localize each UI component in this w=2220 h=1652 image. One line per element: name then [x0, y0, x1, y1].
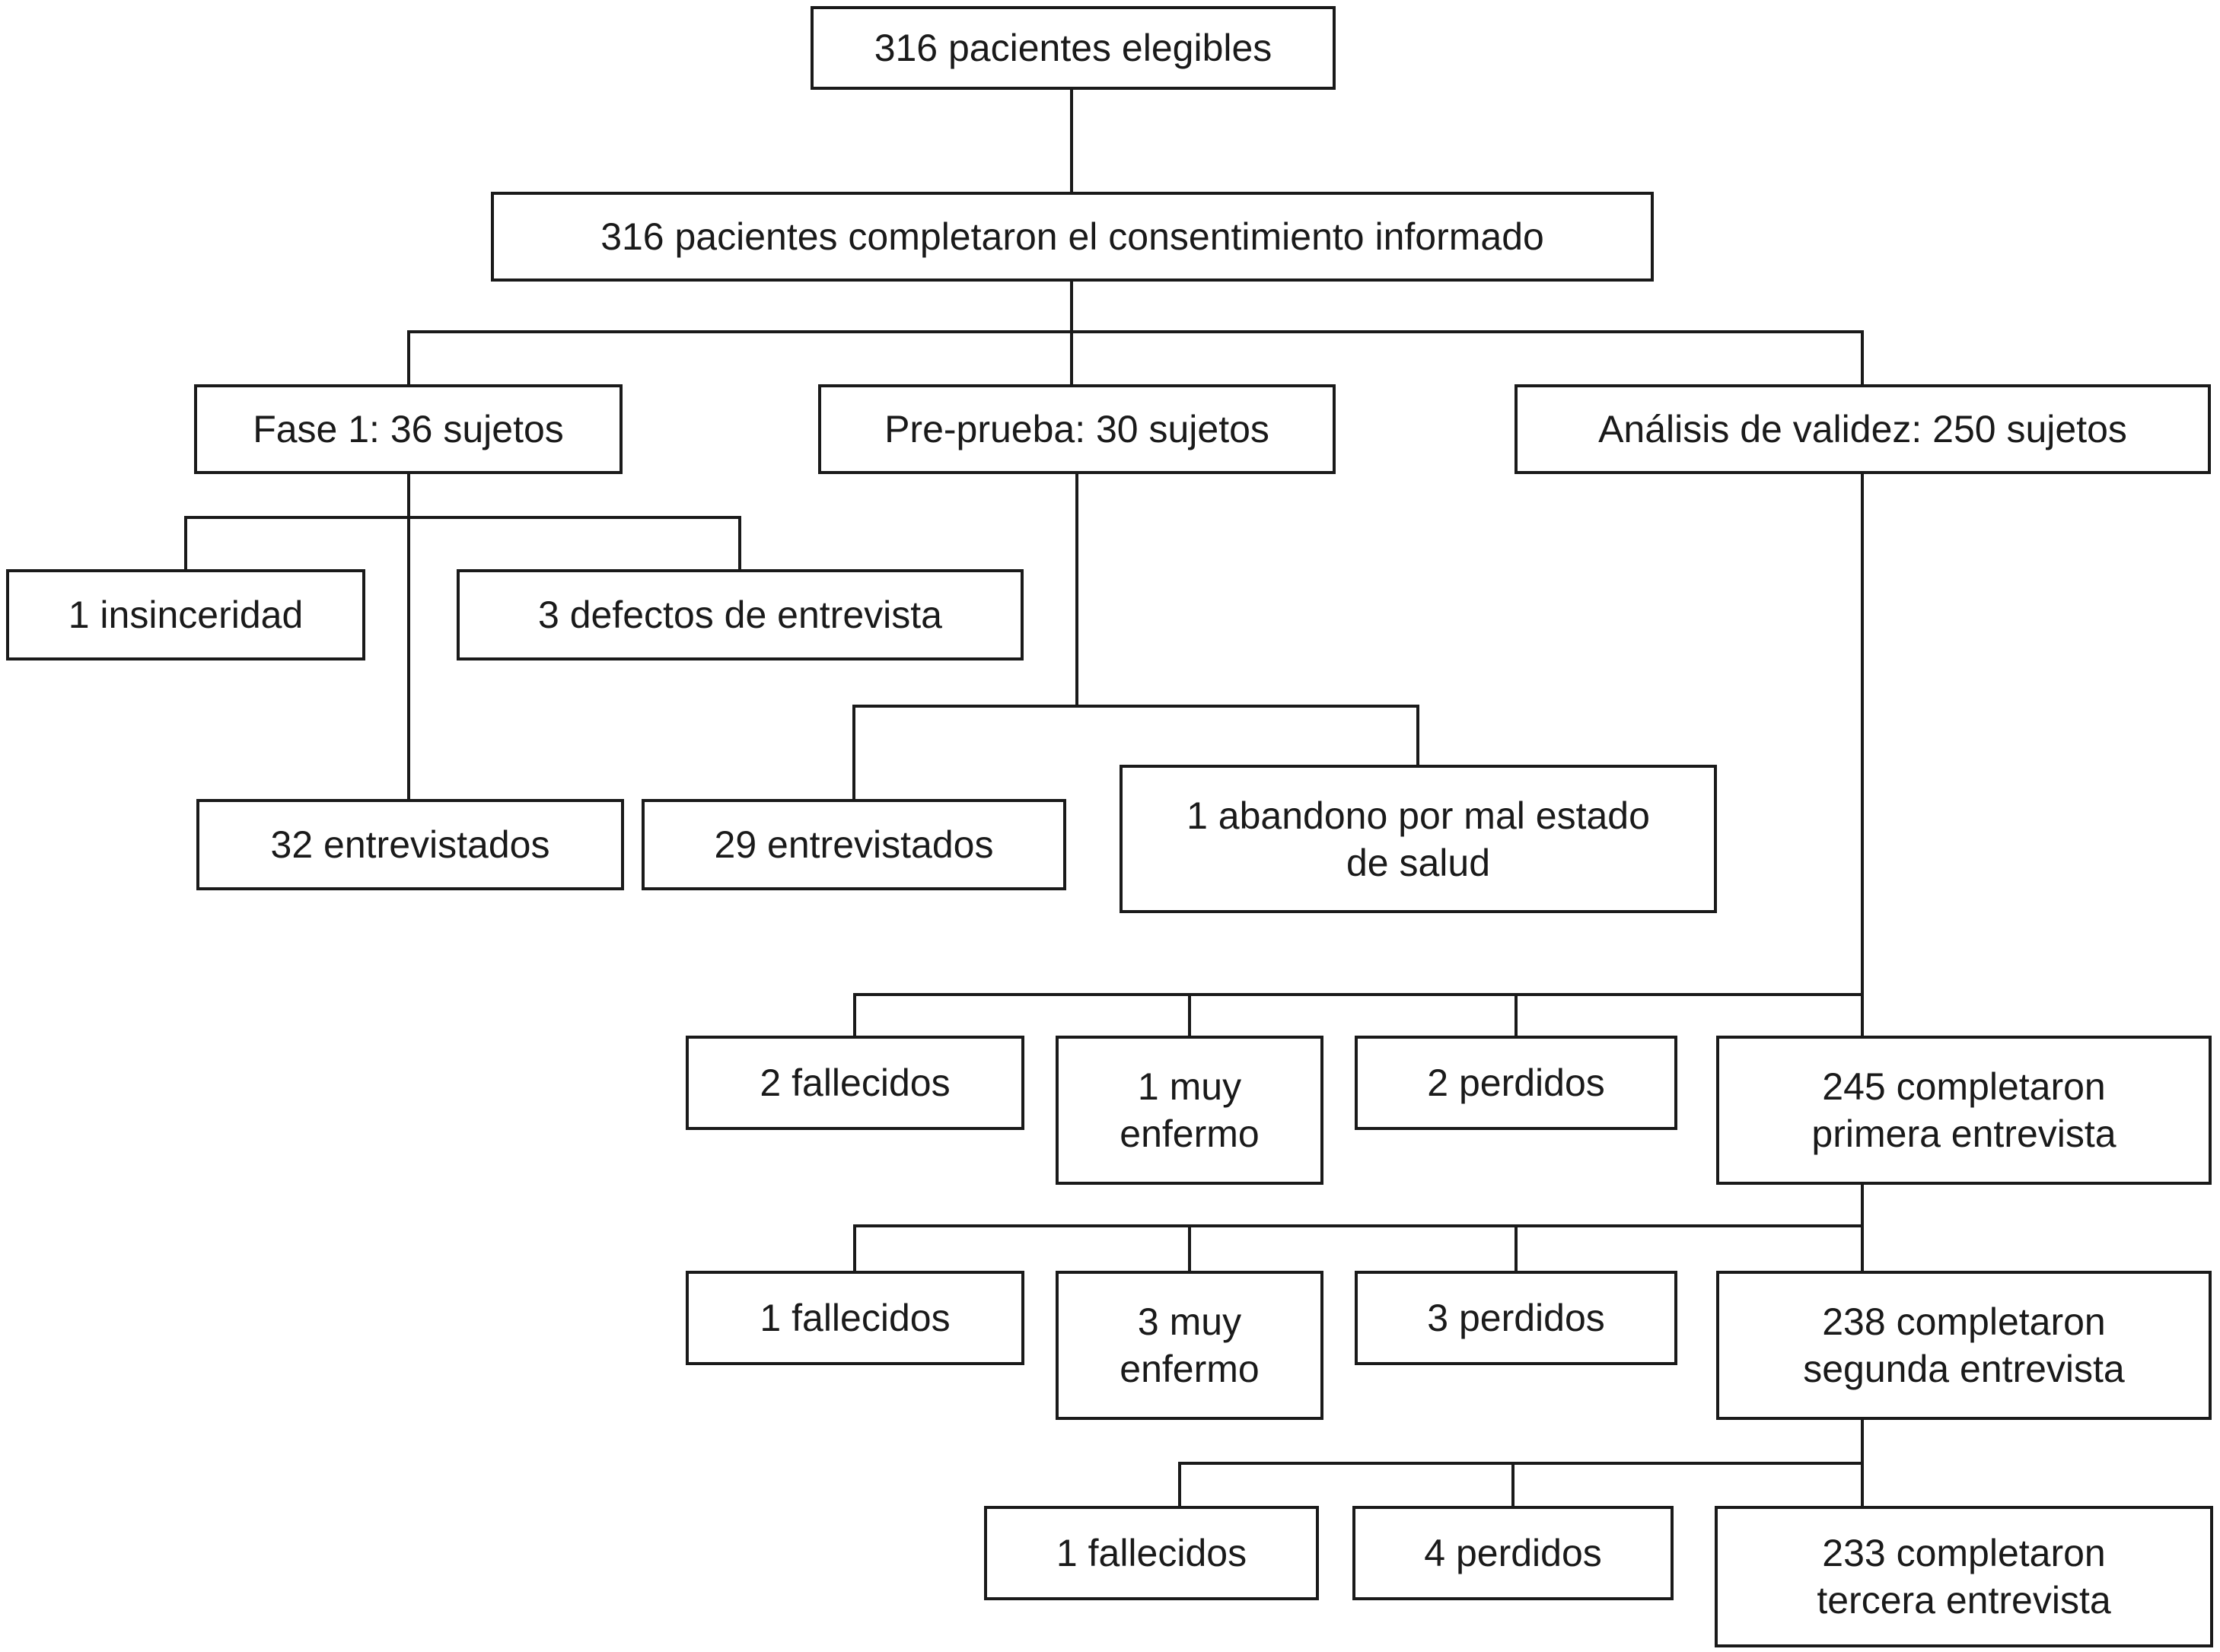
node-2-fallecidos: 2 fallecidos: [686, 1036, 1024, 1130]
node-fase1: Fase 1: 36 sujetos: [194, 384, 623, 474]
node-32-entrevistados: 32 entrevistados: [196, 799, 624, 890]
edge-branch6-perdidos4: [1511, 1463, 1515, 1506]
edge-branch2-defectos: [738, 517, 741, 569]
node-2-perdidos: 2 perdidos: [1355, 1036, 1677, 1130]
edge-branch3-abandono: [1416, 706, 1419, 765]
edge-preprueba-branch: [1075, 474, 1078, 706]
edge-branch4-fallecidos2: [853, 995, 856, 1036]
edge-branch3-entrevistados29: [852, 706, 855, 799]
connector-branch6-horizontal: [1178, 1462, 1864, 1465]
node-informed-consent: 316 pacientes completaron el consentimie…: [491, 192, 1654, 282]
edge-branch5-muyenfermo3: [1188, 1226, 1191, 1271]
edge-validez-completaron245: [1861, 474, 1864, 1036]
node-eligible-patients: 316 pacientes elegibles: [811, 6, 1336, 90]
connector-branch4-horizontal: [853, 993, 1862, 996]
edge-completaron245-branch: [1861, 1185, 1864, 1271]
edge-elegibles-consentimiento: [1070, 90, 1073, 192]
edge-branch1-fase1: [407, 332, 410, 385]
edge-branch4-muyenfermo1: [1188, 995, 1191, 1036]
node-3-perdidos: 3 perdidos: [1355, 1271, 1677, 1365]
node-insinceridad: 1 insinceridad: [6, 569, 365, 660]
node-defectos-entrevista: 3 defectos de entrevista: [457, 569, 1024, 660]
connector-branch2-horizontal: [184, 516, 741, 519]
edge-fase1-entrevistados32: [407, 474, 410, 799]
node-29-entrevistados: 29 entrevistados: [642, 799, 1066, 890]
edge-branch4-perdidos2: [1515, 995, 1518, 1036]
node-preprueba: Pre-prueba: 30 sujetos: [818, 384, 1336, 474]
node-1-fallecidos-wave3: 1 fallecidos: [984, 1506, 1319, 1600]
node-233-tercera-entrevista: 233 completaron tercera entrevista: [1715, 1506, 2213, 1647]
node-3-muy-enfermo: 3 muy enfermo: [1056, 1271, 1323, 1420]
node-238-segunda-entrevista: 238 completaron segunda entrevista: [1716, 1271, 2212, 1420]
connector-branch3-horizontal: [852, 705, 1419, 708]
edge-branch2-insinceridad: [184, 517, 187, 569]
node-analisis-validez: Análisis de validez: 250 sujetos: [1515, 384, 2211, 474]
edge-branch5-perdidos3: [1515, 1226, 1518, 1271]
node-1-muy-enfermo: 1 muy enfermo: [1056, 1036, 1323, 1185]
edge-branch6-fallecidos1b: [1178, 1463, 1181, 1506]
node-245-primera-entrevista: 245 completaron primera entrevista: [1716, 1036, 2212, 1185]
connector-branch1-horizontal: [407, 330, 1864, 333]
edge-branch1-validez: [1861, 332, 1864, 385]
connector-branch5-horizontal: [853, 1224, 1862, 1227]
node-abandono-salud: 1 abandono por mal estado de salud: [1120, 765, 1717, 913]
edge-branch5-fallecidos1a: [853, 1226, 856, 1271]
node-1-fallecidos-wave2: 1 fallecidos: [686, 1271, 1024, 1365]
node-4-perdidos: 4 perdidos: [1352, 1506, 1674, 1600]
